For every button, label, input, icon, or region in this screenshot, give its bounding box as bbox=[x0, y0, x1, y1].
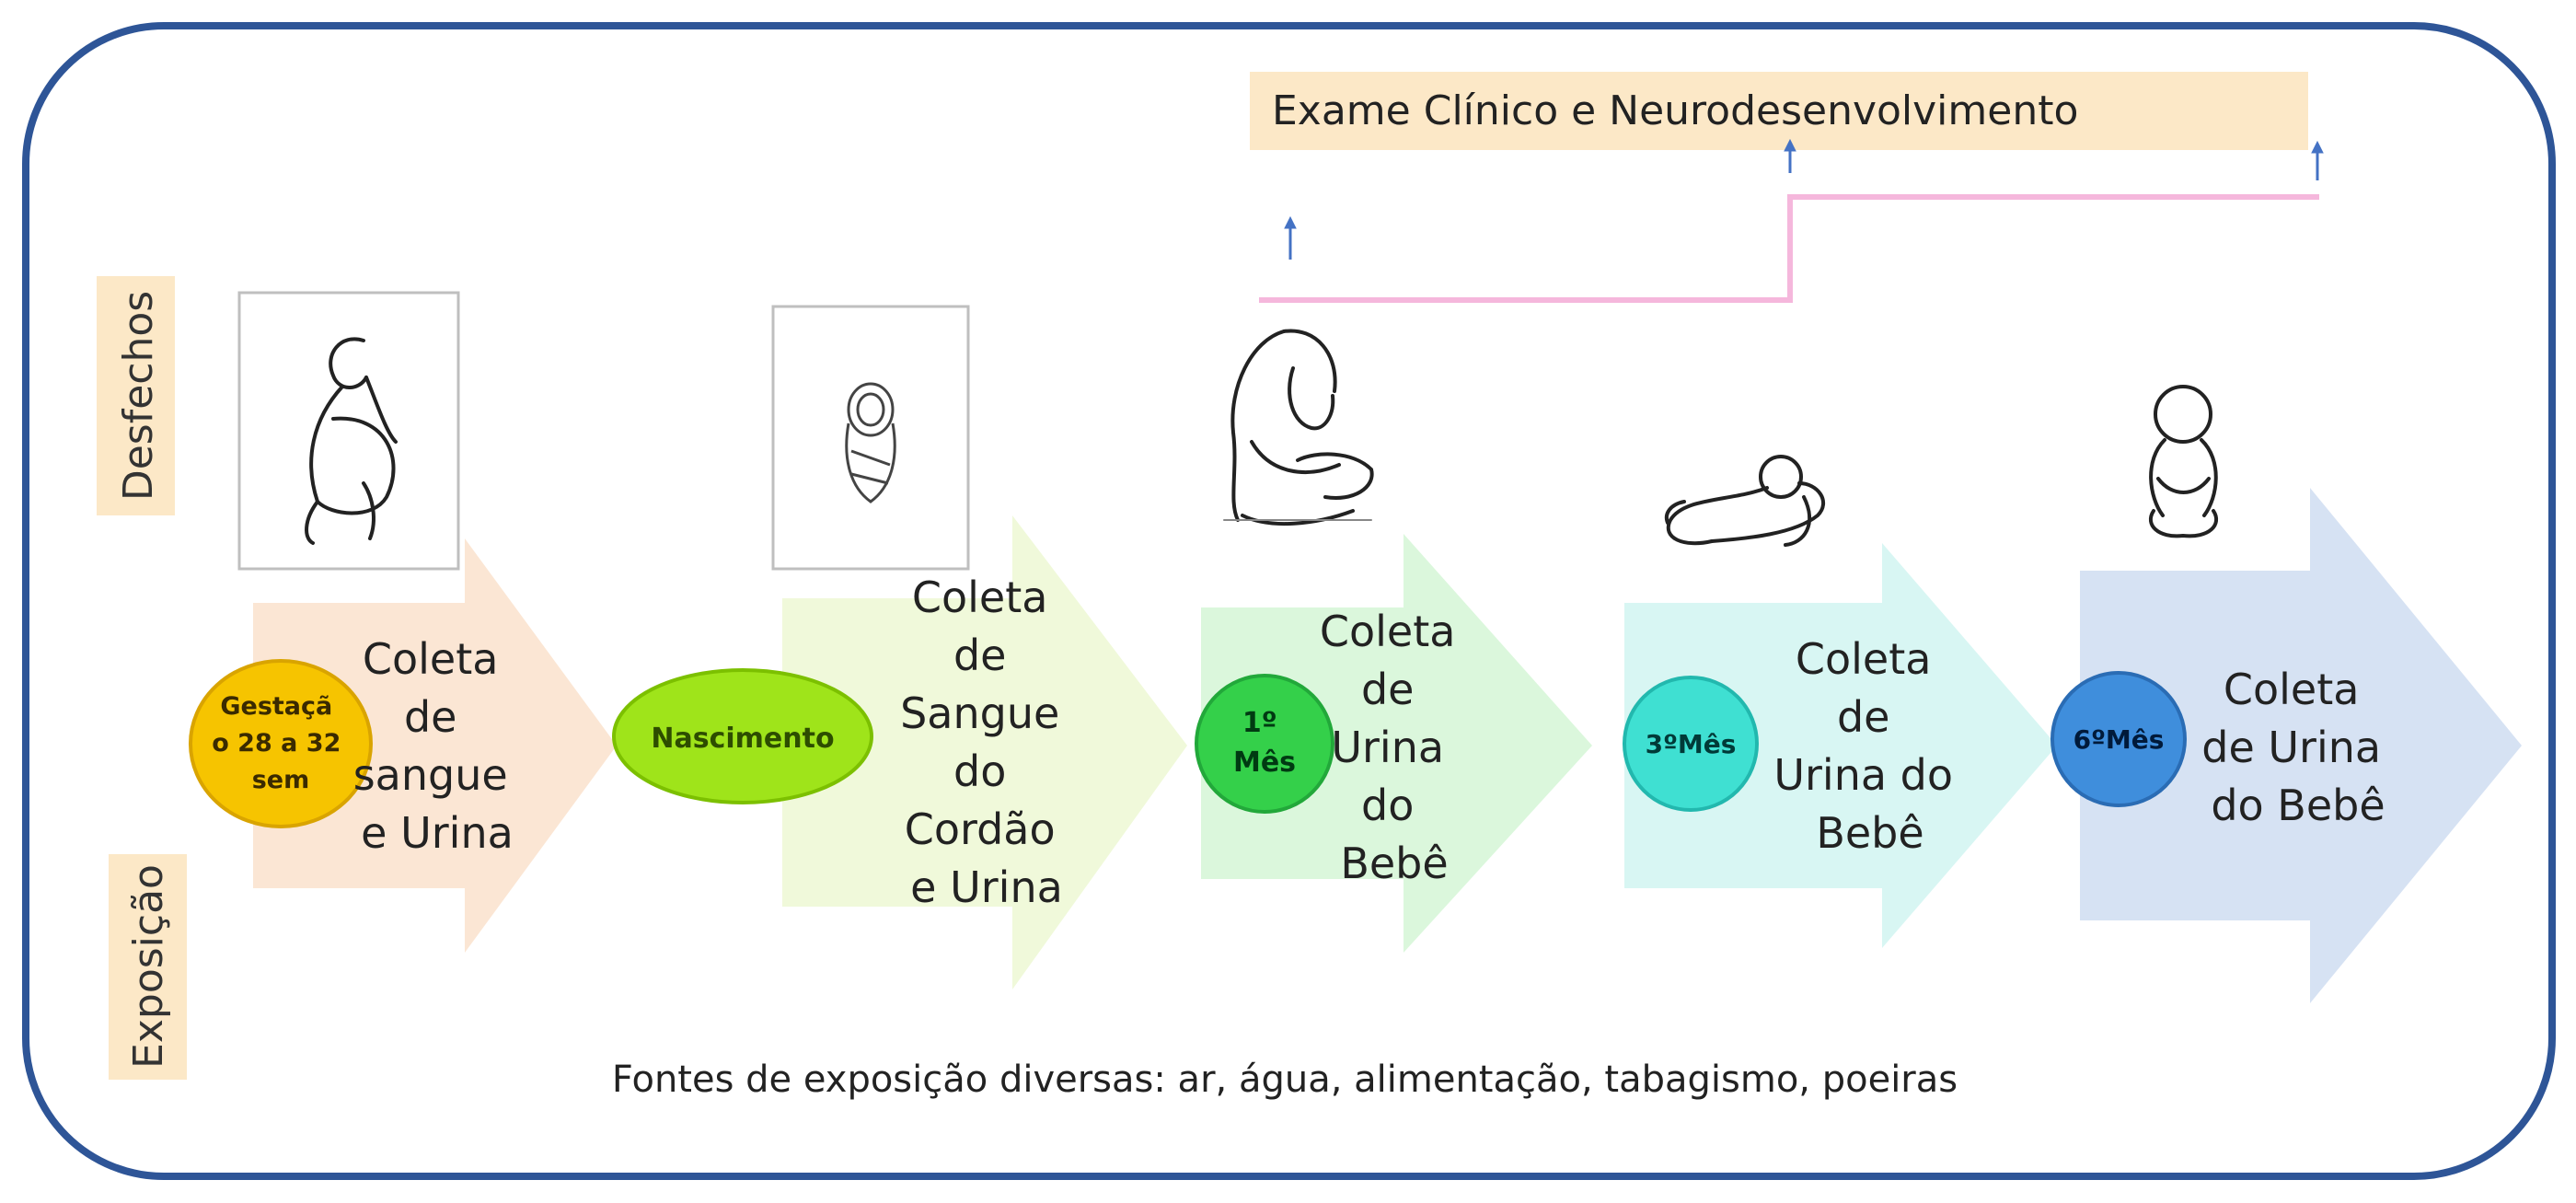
stage-text-line: Urina bbox=[1331, 723, 1444, 772]
exposure-label-box bbox=[109, 854, 187, 1080]
stage-text-line: de Urina bbox=[2201, 723, 2381, 772]
svg-text:Coleta de Urina do: Coleta de Urina do Bebê bbox=[2201, 665, 2394, 830]
follow-up-timeline bbox=[1259, 194, 2319, 303]
stage-text-line: Coleta bbox=[363, 634, 499, 684]
svg-text:Coleta de sangue: Coleta de sangue e Urina bbox=[353, 634, 522, 858]
stage-text-line: e Urina bbox=[910, 862, 1063, 912]
clinical-exam-label: Exame Clínico e Neurodesenvolvimento bbox=[1272, 87, 2078, 134]
stage-text-line: Coleta bbox=[1796, 634, 1932, 684]
stage-badge-line: sem bbox=[252, 766, 310, 794]
exposure-label: Exposição bbox=[125, 864, 172, 1069]
clinical-exam-box bbox=[1250, 72, 2308, 150]
mother-with-baby-icon bbox=[1223, 329, 1374, 526]
stage-text-line: do Bebê bbox=[2211, 781, 2385, 830]
stage-text-line: Bebê bbox=[1816, 808, 1923, 858]
stage-arrow bbox=[782, 515, 1187, 989]
stage-text-line: Sangue bbox=[900, 688, 1059, 738]
outcomes-label: Desfechos bbox=[115, 291, 162, 501]
stage-arrow bbox=[1201, 534, 1592, 953]
outcomes-label-box bbox=[97, 276, 175, 515]
stage-badge bbox=[612, 668, 873, 804]
stage-month-1: 1º Mês Coleta de Urina do Bebê bbox=[1195, 329, 1592, 953]
stage-text-line: do bbox=[1361, 781, 1414, 830]
stage-badge-line: Gestaçã bbox=[220, 692, 332, 721]
stage-text-line: e Urina bbox=[361, 808, 514, 858]
stage-badge bbox=[189, 659, 373, 828]
stage-text-line: Bebê bbox=[1340, 839, 1448, 888]
svg-text:Gestaçã o 28 a 32: Gestaçã o 28 a 32 sem bbox=[212, 692, 350, 794]
stage-text-line: do bbox=[953, 746, 1006, 796]
stage-badge-line: 6ºMês bbox=[2074, 724, 2165, 755]
stage-text-line: Coleta bbox=[2224, 665, 2360, 714]
stage-text-line: de bbox=[404, 692, 457, 742]
svg-text:Coleta de Urina do: Coleta de Urina do Bebê bbox=[1773, 634, 1966, 858]
stage-text-line: Coleta bbox=[1320, 607, 1456, 656]
stage-badge bbox=[1195, 674, 1334, 814]
stage-text-line: Coleta bbox=[912, 573, 1048, 622]
crawling-baby-icon bbox=[1665, 455, 1825, 547]
stage-badge bbox=[1623, 676, 1759, 812]
stage-arrow bbox=[253, 538, 617, 953]
stage-text-line: de bbox=[953, 630, 1007, 680]
stage-arrow bbox=[1624, 543, 2057, 948]
svg-text:Coleta de Urina: Coleta de Urina do Bebê bbox=[1320, 607, 1469, 888]
pregnant-woman-icon bbox=[237, 291, 460, 571]
marker-up-arrow-2 bbox=[1784, 138, 1796, 173]
swaddled-newborn-icon bbox=[771, 305, 970, 571]
stage-month-3: 3ºMês Coleta de Urina do Bebê bbox=[1623, 455, 2057, 948]
stage-badge bbox=[2050, 671, 2187, 807]
stage-text-line: Urina do bbox=[1773, 750, 1953, 800]
stage-birth: Nascimento Coleta de Sangue do Cordão e … bbox=[612, 305, 1187, 989]
stage-badge-line: Nascimento bbox=[651, 723, 834, 755]
sitting-baby-icon bbox=[2148, 385, 2219, 538]
stage-text-line: sangue bbox=[353, 750, 508, 800]
stage-badge-line: o 28 a 32 bbox=[212, 729, 341, 758]
stage-arrow bbox=[2080, 488, 2522, 1003]
svg-text:1º Mês: 1º Mês bbox=[1233, 707, 1296, 779]
stage-pregnancy: Gestaçã o 28 a 32 sem Coleta de sangue e… bbox=[189, 291, 617, 953]
stage-month-6: 6ºMês Coleta de Urina do Bebê bbox=[2050, 385, 2522, 1003]
stage-badge-line: 3ºMês bbox=[1646, 729, 1737, 759]
marker-up-arrow-3 bbox=[2311, 140, 2324, 180]
marker-up-arrow-1 bbox=[1284, 215, 1297, 260]
stage-badge-line: 1º bbox=[1242, 707, 1277, 739]
stage-text-line: de bbox=[1837, 692, 1890, 742]
stage-text-line: Cordão bbox=[905, 804, 1056, 854]
exposure-sources-caption: Fontes de exposição diversas: ar, água, … bbox=[612, 1058, 1958, 1101]
stage-badge-line: Mês bbox=[1233, 746, 1296, 779]
stage-text-line: de bbox=[1361, 665, 1415, 714]
svg-text:Coleta de Sangue: Coleta de Sangue do Cordão e Urina bbox=[900, 573, 1073, 912]
